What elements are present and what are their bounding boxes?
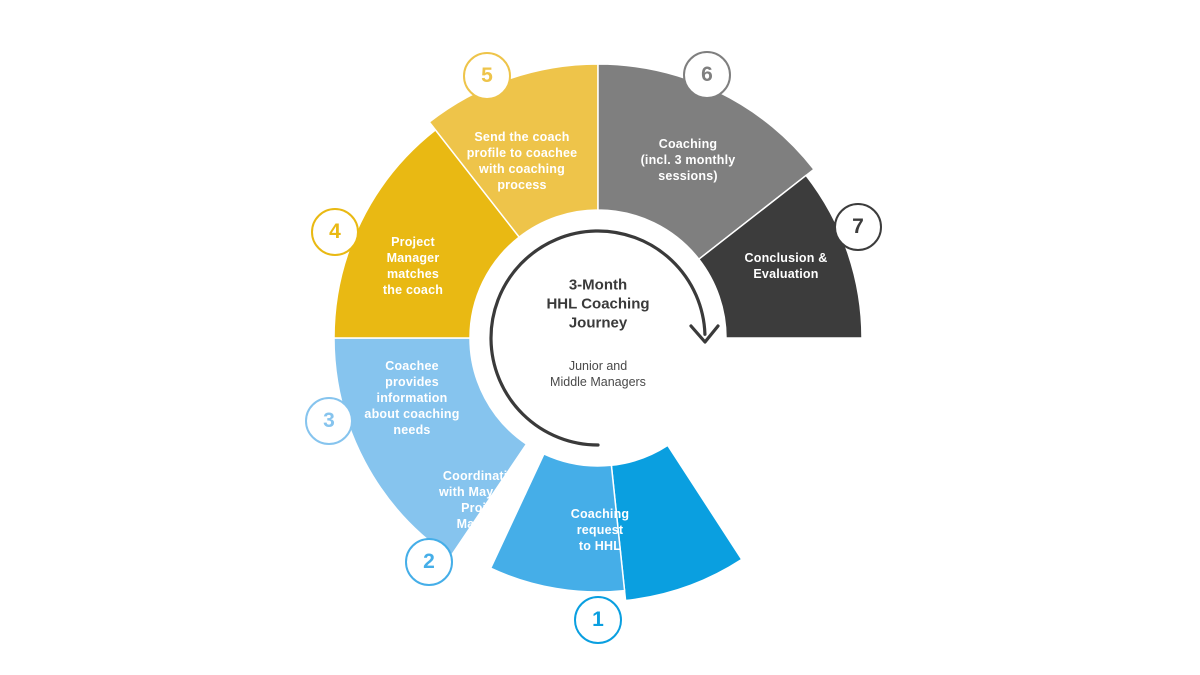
journey-subtitle: Junior and Middle Managers [550, 359, 646, 389]
step-label-2: Coordination with May & Co Project Manag… [438, 469, 528, 531]
step-segment-3 [333, 337, 528, 558]
step-segment-1 [610, 444, 743, 602]
journey-title: 3-Month HHL Coaching Journey [546, 276, 650, 332]
step-number-badge-7: 7 [834, 203, 882, 251]
step-label-5: Send the coach profile to coachee with c… [466, 130, 578, 192]
step-number-badge-2: 2 [405, 538, 453, 586]
step-label-6: Coaching (incl. 3 monthly sessions) [640, 137, 736, 183]
step-number-badge-4: 4 [311, 208, 359, 256]
step-number-badge-1: 1 [574, 596, 622, 644]
step-label-1: Coaching request to HHL [570, 507, 630, 553]
step-segment-4 [333, 128, 521, 339]
journey-arrow [489, 229, 707, 447]
step-number-badge-5: 5 [463, 52, 511, 100]
step-number-badge-6: 6 [683, 51, 731, 99]
step-segment-7 [697, 174, 863, 339]
step-number-badge-3: 3 [305, 397, 353, 445]
step-label-4: Project Manager matches the coach [382, 235, 444, 297]
step-label-7: Conclusion & Evaluation [744, 251, 828, 281]
step-label-3: Coachee provides information about coach… [364, 359, 460, 437]
step-segment-6 [597, 63, 815, 261]
journey-arrowhead [689, 324, 720, 344]
step-segment-2 [489, 453, 626, 593]
